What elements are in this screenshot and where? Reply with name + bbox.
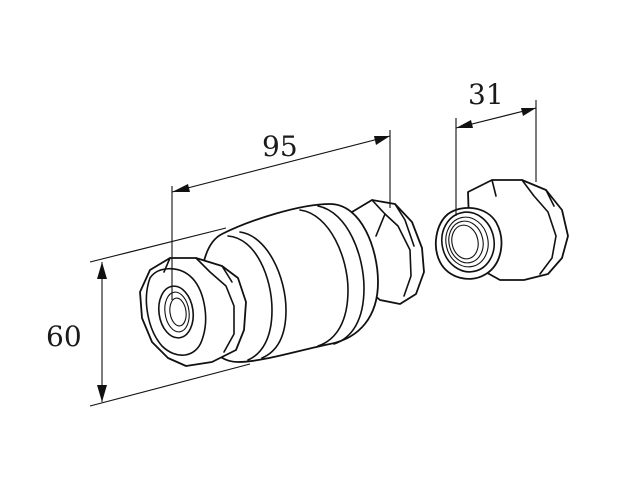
dimension-height-label: 60 [46, 320, 82, 353]
dimension-adapter-label: 31 [468, 78, 504, 111]
main-fitting [139, 199, 425, 367]
dimension-length: 95 [171, 130, 391, 300]
dimension-length-label: 95 [262, 130, 298, 163]
front-hex-nut [139, 257, 247, 367]
threaded-adapter [434, 179, 569, 281]
dimension-height: 60 [46, 227, 251, 407]
dimension-adapter: 31 [455, 78, 537, 216]
